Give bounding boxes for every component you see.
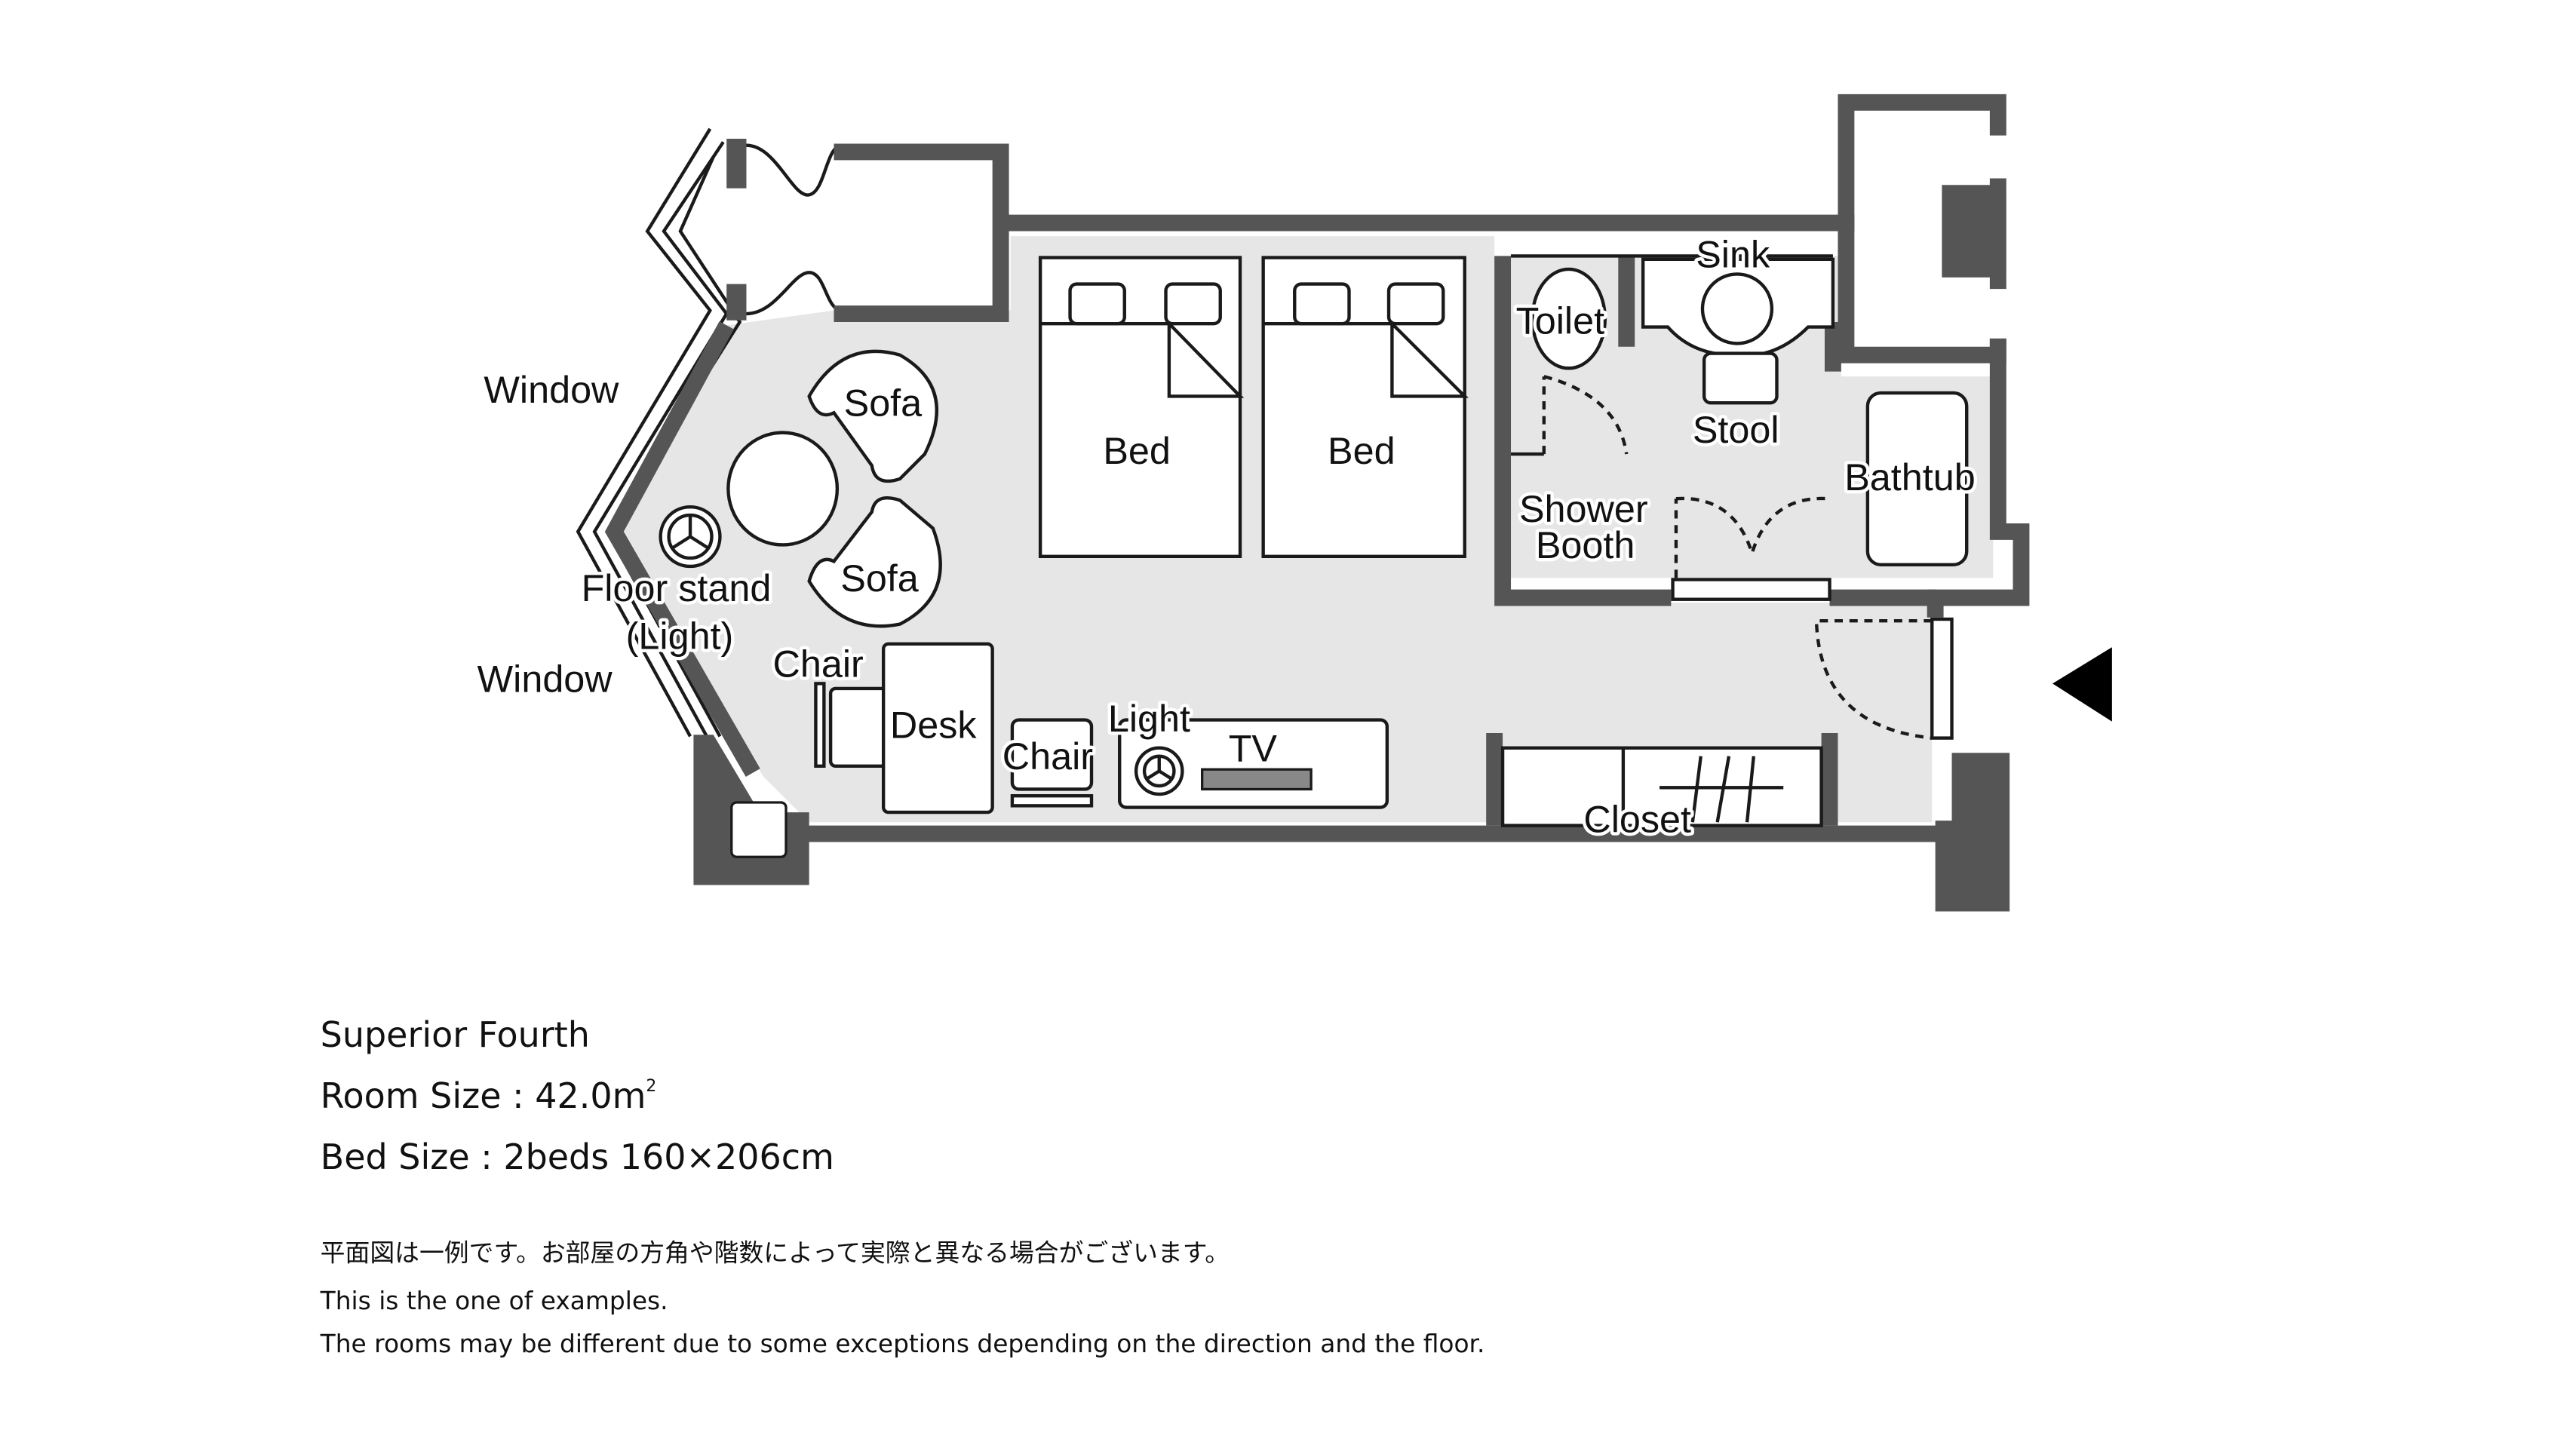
sofa-2 [807,496,942,628]
window-inner-wall [604,321,760,778]
label-window-bottom: Window [477,657,613,700]
round-table [726,431,840,547]
label-floor-stand: Floor stand [582,566,772,609]
label-tv: TV [1229,726,1278,769]
toilet [1531,267,1607,370]
entrance-arrow-icon [2053,647,2112,722]
label-light: Light [1108,697,1190,740]
floor-lamp-icon [659,505,722,569]
stool [1702,351,1779,405]
bed-2 [1261,256,1469,558]
label-floor-stand-sub: (Light) [626,614,734,657]
label-closet: Closet [1583,797,1691,840]
entrance-door[interactable] [1930,617,1954,740]
label-window-top: Window [484,368,619,411]
bed-size: Bed Size : 2beds 160×206cm [321,1137,834,1177]
label-sink: Sink [1696,233,1770,276]
label-bed-1: Bed [1103,429,1171,472]
label-booth: Booth [1536,523,1635,566]
bathroom-sliding-door[interactable] [1671,578,1831,601]
bathtub [1865,391,1969,566]
room-size-sup: 2 [646,1077,656,1096]
chair-desk [828,686,889,768]
label-sofa-1: Sofa [844,382,923,425]
tv-stand [1118,718,1389,809]
label-bed-2: Bed [1328,429,1395,472]
desk [881,642,994,814]
label-shower: Shower [1519,487,1648,530]
note-english-1: This is the one of examples. [320,1287,668,1315]
note-english-2: The rooms may be different due to some e… [320,1330,1485,1358]
label-stool: Stool [1693,408,1779,451]
sofa-1 [807,349,938,483]
label-desk: Desk [890,704,977,747]
label-chair-2: Chair [1002,735,1093,778]
desk-light-icon [1134,746,1184,796]
label-toilet: Toilet [1516,299,1605,342]
note-japanese: 平面図は一例です。お部屋の方角や階数によって実際と異なる場合がございます。 [321,1239,1230,1268]
label-sofa-2: Sofa [840,557,919,600]
room-size: Room Size : 42.0m2 [321,1075,657,1116]
label-chair-desk: Chair [772,643,863,686]
label-bathtub: Bathtub [1844,456,1976,499]
bed-1 [1038,256,1245,558]
room-name: Superior Fourth [321,1014,590,1055]
chair-2 [1010,718,1094,791]
tv [1201,768,1313,791]
walls [693,94,2030,912]
